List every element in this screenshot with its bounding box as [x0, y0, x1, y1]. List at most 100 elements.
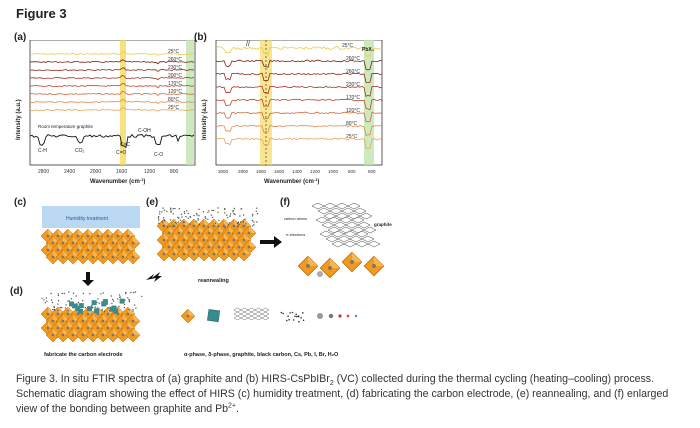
f-graphene-cell — [337, 235, 351, 243]
f-graphene-cell — [341, 207, 355, 215]
humidity-label: Humidity treatment — [66, 216, 109, 222]
d-carbon-particle — [57, 303, 59, 305]
f-graphene-cell — [321, 221, 335, 229]
f-octahedron — [341, 251, 363, 273]
d-carbon-particle — [57, 293, 59, 295]
e-carbon-particle — [245, 223, 247, 225]
legend-graphite-cell — [233, 307, 242, 313]
d-carbon-particle — [72, 292, 75, 294]
d-delta-phase — [87, 306, 93, 312]
d-carbon-particle — [63, 292, 65, 295]
d-carbon-particle — [44, 302, 47, 304]
e-carbon-particle — [208, 210, 210, 212]
e-carbon-particle — [226, 214, 228, 216]
e-carbon-particle — [229, 215, 231, 217]
d-carbon-particle — [67, 300, 69, 302]
legend-graphite-cell — [247, 307, 256, 313]
e-carbon-particle — [210, 214, 213, 216]
e-carbon-particle — [212, 209, 215, 212]
d-carbon-particle — [68, 300, 70, 302]
d-carbon-particle — [97, 298, 99, 300]
e-carbon-particle — [256, 207, 258, 209]
e-carbon-particle — [238, 223, 240, 226]
e-carbon-particle — [162, 207, 164, 209]
d-carbon-particle — [98, 302, 100, 304]
caption-text-1: Figure 3. In situ FTIR spectra of (a) gr… — [16, 373, 330, 385]
d-delta-phase — [69, 301, 74, 307]
legend-graphite-cell — [247, 315, 256, 321]
d-carbon-particle — [128, 298, 130, 301]
a-temp-label-1: 25°C — [168, 49, 180, 55]
e-carbon-particle — [197, 219, 199, 221]
e-carbon-particle — [186, 210, 188, 212]
f-graphene-cell — [367, 240, 381, 248]
f-octahedron — [319, 257, 341, 279]
f-graphene-cell — [331, 240, 345, 248]
legend-graphite-cell — [240, 311, 249, 317]
e-carbon-particle — [217, 211, 219, 213]
d-carbon-particle — [127, 297, 129, 299]
f-graphene-cell — [353, 207, 367, 215]
f-graphene-cell — [323, 202, 337, 210]
f-graphene-cell — [363, 226, 377, 234]
d-carbon-particle — [75, 295, 77, 297]
panel-e-caption: reannealing — [198, 278, 229, 284]
e-carbon-particle — [198, 208, 200, 210]
f-graphene-cell — [335, 202, 349, 210]
d-carbon-particle — [116, 298, 119, 300]
f-graphene-cell — [349, 235, 363, 243]
e-carbon-particle — [178, 208, 181, 210]
d-delta-phase — [75, 305, 81, 311]
peak-co: C-O — [154, 152, 163, 158]
f-graphene-cell — [325, 235, 339, 243]
d-carbon-particle — [133, 304, 136, 306]
legend-black-carbon-particle — [295, 313, 298, 316]
pi-electrons-label: π-electrons — [286, 233, 305, 237]
a-temp-label-6: 120°C — [168, 89, 182, 95]
e-carbon-particle — [227, 217, 229, 219]
f-graphene-cell — [327, 216, 341, 224]
panel-d-caption: fabricate the carbon electrode — [44, 352, 123, 358]
e-carbon-particle — [198, 215, 200, 217]
a-trace-5 — [29, 83, 195, 89]
d-carbon-particle — [53, 309, 56, 311]
b-trace-1 — [215, 45, 383, 58]
e-carbon-particle — [202, 211, 205, 213]
e-carbon-particle — [251, 215, 254, 217]
a-trace-7 — [29, 99, 195, 104]
e-carbon-particle — [181, 216, 183, 218]
e-carbon-particle — [237, 225, 239, 227]
svg-text://: // — [246, 41, 250, 48]
d-carbon-particle — [128, 309, 130, 311]
a-xtick-2: 2400 — [64, 169, 75, 175]
legend-black-carbon-particle — [292, 319, 295, 321]
a-xtick-6: 800 — [170, 169, 179, 175]
b-ylabel: Intensity (a.u.) — [202, 99, 208, 140]
pbx-label: PbX₃ — [362, 47, 375, 53]
f-graphene-cell — [317, 207, 331, 215]
f-graphene-cell — [319, 230, 333, 238]
d-carbon-particle — [132, 310, 134, 312]
e-carbon-particle — [229, 213, 232, 215]
e-carbon-particle — [163, 225, 165, 227]
e-carbon-particle — [187, 217, 189, 219]
e-carbon-particle — [169, 219, 172, 221]
b-xlabel: Wavenumber (cm-1) — [264, 177, 319, 185]
d-carbon-particle — [133, 291, 135, 294]
e-carbon-particle — [197, 218, 199, 220]
d-carbon-particle — [125, 292, 127, 295]
d-delta-phase — [109, 306, 115, 312]
e-carbon-particle — [239, 215, 241, 217]
e-carbon-particle — [166, 226, 169, 228]
f-octahedron — [297, 255, 319, 277]
f-graphene-cell — [333, 221, 347, 229]
e-carbon-particle — [161, 211, 163, 213]
figure-title: Figure 3 — [16, 6, 67, 21]
e-carbon-particle — [233, 213, 235, 215]
b-xtick-6: 1200 — [310, 169, 321, 174]
e-carbon-particle — [240, 221, 242, 223]
a-temp-label-8: 25°C — [168, 105, 180, 111]
peak-coh: C-OH — [138, 128, 151, 134]
d-carbon-particle — [123, 306, 126, 309]
